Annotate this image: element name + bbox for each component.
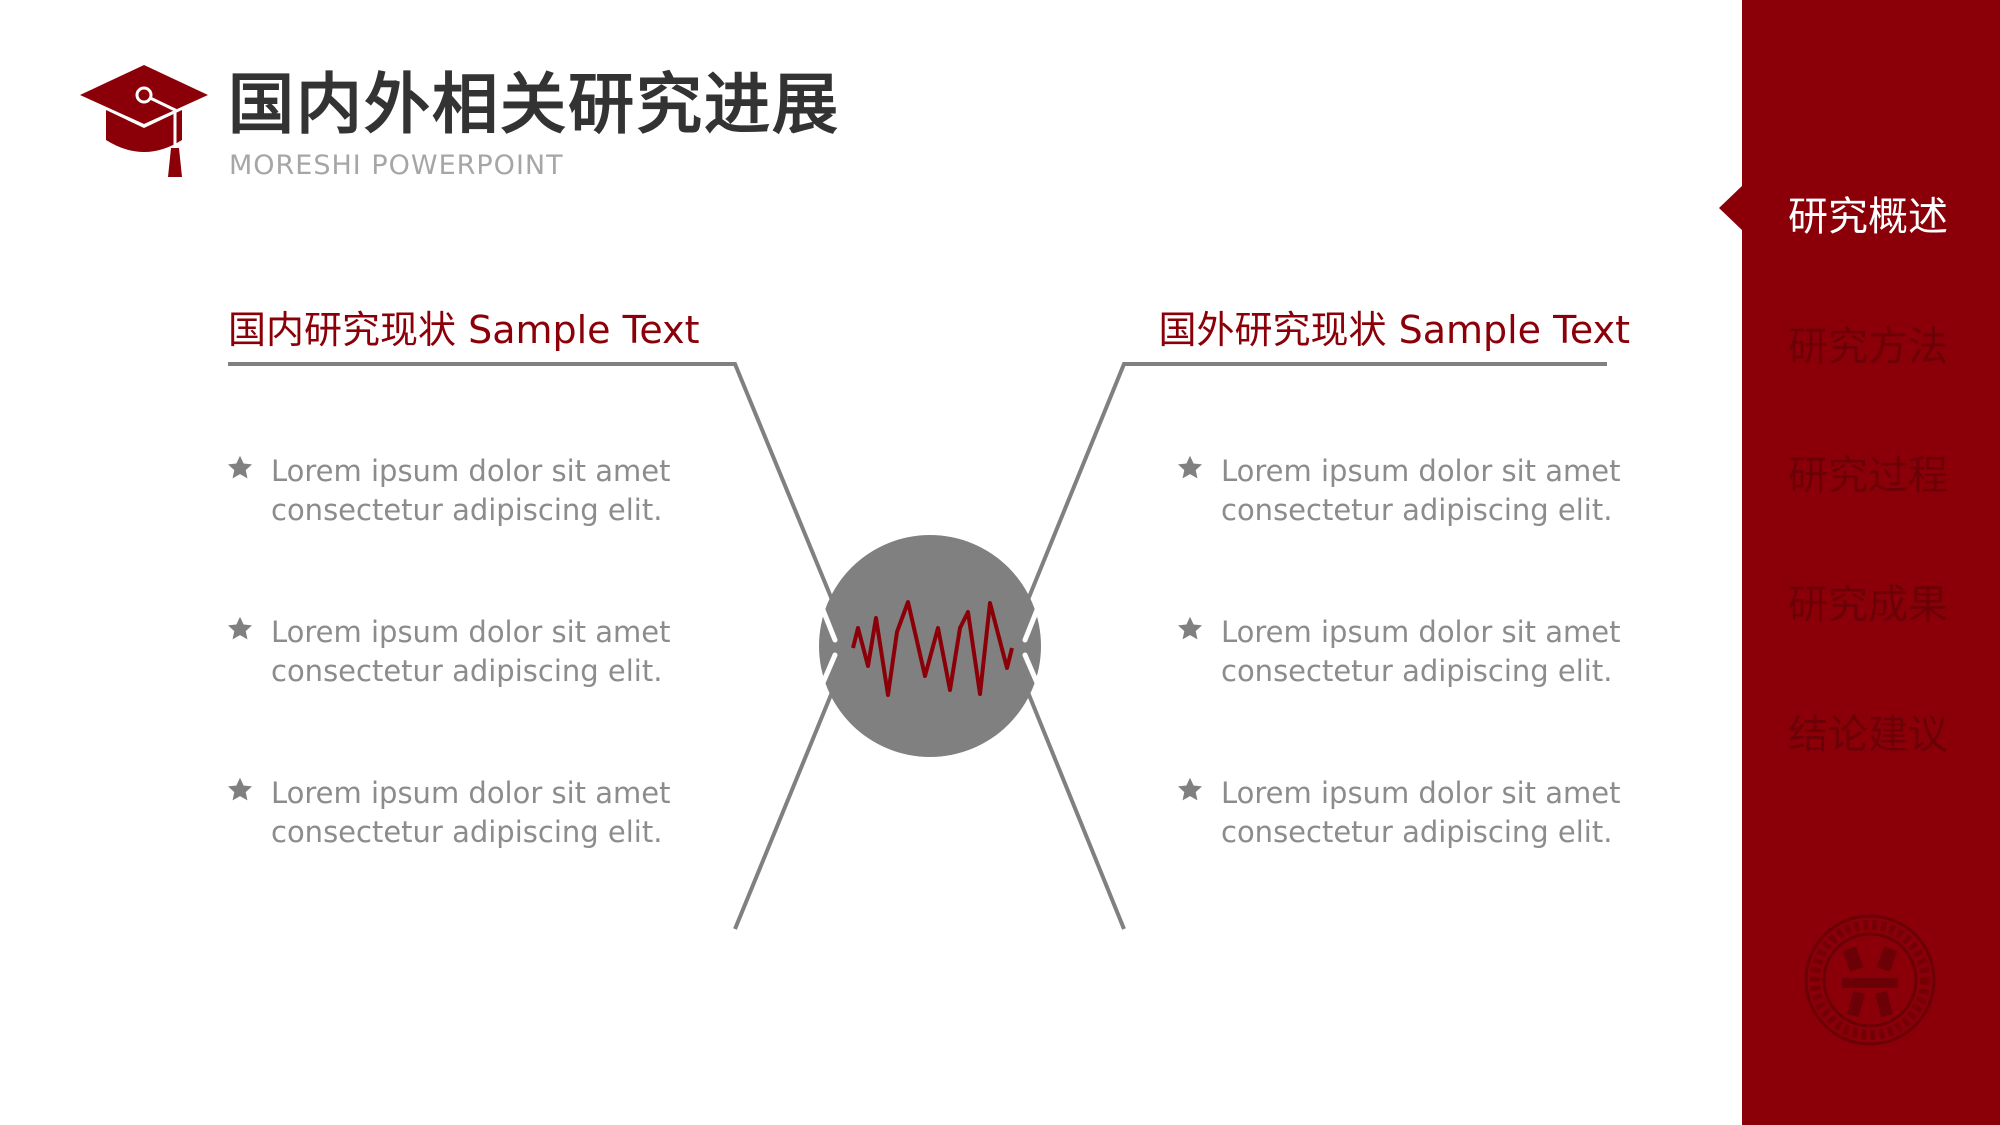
- star-icon: [227, 616, 253, 640]
- heartbeat-wave-icon: [851, 600, 1014, 697]
- sidebar-item-methods[interactable]: 研究方法: [1788, 324, 1948, 370]
- bullet-text: Lorem ipsum dolor sit amet consectetur a…: [271, 454, 671, 527]
- active-item-pointer: [1719, 185, 1743, 231]
- circle-notch-br: [1022, 652, 1044, 695]
- foreign-research-heading: 国外研究现状 Sample Text: [1158, 308, 1631, 352]
- center-circle: [819, 535, 1041, 757]
- circle-notch-bl: [816, 652, 838, 695]
- left-connector-line: [228, 362, 837, 608]
- star-icon: [1177, 455, 1203, 479]
- sidebar-item-overview[interactable]: 研究概述: [1788, 194, 1948, 240]
- star-icon: [227, 777, 253, 801]
- bullet-text: Lorem ipsum dolor sit amet consectetur a…: [1221, 776, 1621, 849]
- sidebar-nav: [1742, 0, 2000, 1125]
- star-icon: [227, 455, 253, 479]
- bullet-text: Lorem ipsum dolor sit amet consectetur a…: [271, 615, 671, 688]
- star-icon: [1177, 616, 1203, 640]
- page-title: 国内外相关研究进展: [228, 66, 840, 143]
- star-icon: [1177, 777, 1203, 801]
- sidebar-item-conclusions[interactable]: 结论建议: [1788, 712, 1948, 758]
- bullet-text: Lorem ipsum dolor sit amet consectetur a…: [1221, 615, 1621, 688]
- bullet-text: Lorem ipsum dolor sit amet consectetur a…: [1221, 454, 1621, 527]
- bullet-text: Lorem ipsum dolor sit amet consectetur a…: [271, 776, 671, 849]
- graduation-cap-icon: [80, 65, 208, 177]
- university-seal-icon: [1804, 914, 1936, 1046]
- domestic-research-heading: 国内研究现状 Sample Text: [228, 308, 700, 352]
- circle-notch-tl: [816, 597, 838, 643]
- right-lower-line: [1023, 684, 1126, 930]
- right-connector-line: [1023, 362, 1607, 608]
- circle-notch-tr: [1022, 597, 1044, 643]
- left-lower-line: [733, 684, 837, 930]
- page-subtitle: MORESHI POWERPOINT: [229, 150, 564, 181]
- sidebar-item-results[interactable]: 研究成果: [1788, 582, 1948, 628]
- sidebar-item-process[interactable]: 研究过程: [1788, 453, 1948, 499]
